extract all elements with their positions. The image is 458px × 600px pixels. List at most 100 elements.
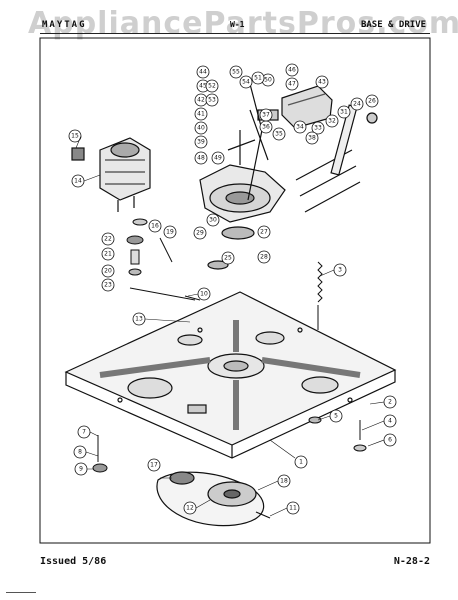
callout-18: 18 [277,474,291,488]
callout-23: 23 [101,278,115,292]
svg-text:22: 22 [104,236,112,243]
svg-text:27: 27 [260,229,268,236]
callout-12: 12 [183,501,197,515]
svg-text:12: 12 [186,505,194,512]
callout-42: 42 [194,93,208,107]
svg-text:42: 42 [197,97,205,104]
svg-text:52: 52 [208,83,216,90]
callout-10: 10 [197,287,211,301]
svg-text:21: 21 [104,251,112,258]
svg-text:47: 47 [288,81,296,88]
svg-text:34: 34 [296,124,304,131]
svg-text:54: 54 [242,79,250,86]
watermark: AppliancePartsPros.com [28,6,458,41]
page-number: N-28-2 [393,556,430,567]
callout-27: 27 [257,225,271,239]
svg-text:2: 2 [388,399,392,406]
svg-text:9: 9 [79,466,83,473]
drive-motor [71,137,151,212]
svg-text:32: 32 [328,118,336,125]
svg-text:51: 51 [254,75,262,82]
callout-47: 47 [285,77,299,91]
callout-17: 17 [147,458,161,472]
svg-text:53: 53 [208,97,216,104]
svg-text:28: 28 [260,254,268,261]
callout-46: 46 [285,63,299,77]
callout-35: 35 [272,127,286,141]
callout-33: 33 [311,121,325,135]
svg-text:49: 49 [214,155,222,162]
callout-52: 52 [205,79,219,93]
svg-text:6: 6 [388,437,392,444]
svg-text:14: 14 [74,178,82,185]
callout-26: 26 [365,94,379,108]
callout-54: 54 [239,75,253,89]
callout-34: 34 [293,120,307,134]
svg-text:25: 25 [224,255,232,262]
callout-11: 11 [286,501,300,515]
svg-text:26: 26 [368,98,376,105]
svg-text:7: 7 [82,429,86,436]
svg-text:31: 31 [340,109,348,116]
callout-36: 36 [259,120,273,134]
svg-text:48: 48 [197,155,205,162]
svg-text:11: 11 [289,505,297,512]
svg-text:15: 15 [71,133,79,140]
callout-2: 2 [383,395,397,409]
svg-text:38: 38 [308,135,316,142]
svg-text:55: 55 [232,69,240,76]
svg-text:20: 20 [104,268,112,275]
svg-text:5: 5 [334,413,338,420]
callout-39: 39 [194,135,208,149]
svg-text:29: 29 [196,230,204,237]
callout-28: 28 [257,250,271,264]
callout-3: 3 [333,263,347,277]
left-hardware-stack [126,218,201,301]
callout-24: 24 [350,97,364,111]
base-plate [64,291,397,459]
callout-8: 8 [73,445,87,459]
scan-edge-line [6,592,36,593]
svg-text:35: 35 [275,131,283,138]
svg-text:16: 16 [151,223,159,230]
issued-date: Issued 5/86 [40,556,107,567]
part-callouts: 1 2 3 4 5 6 7 8 9 10 11 12 13 14 15 16 1… [68,63,397,515]
callout-7: 7 [77,425,91,439]
header-section-code: W-1 [230,20,245,29]
svg-text:46: 46 [288,67,296,74]
svg-text:43: 43 [318,79,326,86]
svg-text:17: 17 [150,462,158,469]
drive-pulleys [156,471,271,527]
svg-text:44: 44 [199,69,207,76]
svg-text:41: 41 [197,111,205,118]
callout-5: 5 [329,409,343,423]
svg-text:10: 10 [200,291,208,298]
svg-text:50: 50 [264,77,272,84]
callout-49: 49 [211,151,225,165]
callout-53: 53 [205,93,219,107]
svg-text:39: 39 [197,139,205,146]
callout-20: 20 [101,264,115,278]
header-section-title: BASE & DRIVE [360,20,426,30]
callout-32: 32 [325,114,339,128]
svg-text:33: 33 [314,125,322,132]
callout-51: 51 [251,71,265,85]
svg-text:4: 4 [388,418,392,425]
callout-21: 21 [101,247,115,261]
header-model: MAYTAG [42,20,87,30]
callout-25: 25 [221,251,235,265]
transmission [199,109,286,270]
svg-text:23: 23 [104,282,112,289]
callout-6: 6 [383,433,397,447]
svg-text:30: 30 [209,217,217,224]
svg-text:37: 37 [262,112,270,119]
callout-1: 1 [294,455,308,469]
callout-31: 31 [337,105,351,119]
svg-text:19: 19 [166,229,174,236]
callout-55: 55 [229,65,243,79]
svg-text:8: 8 [78,449,82,456]
svg-text:36: 36 [262,124,270,131]
callout-40: 40 [194,121,208,135]
callout-16: 16 [148,219,162,233]
